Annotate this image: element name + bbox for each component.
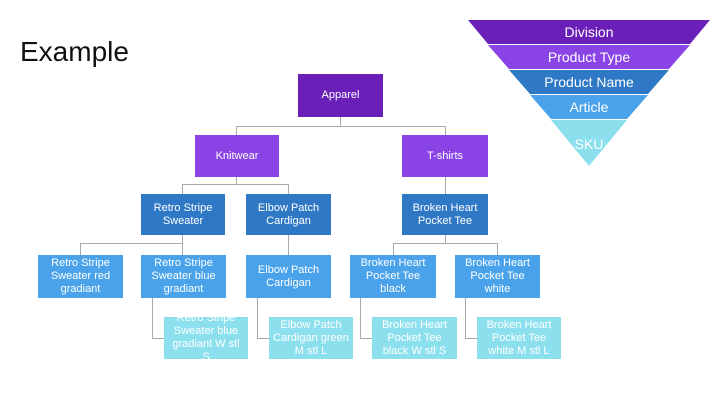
connector xyxy=(445,126,446,135)
connector xyxy=(236,177,237,184)
funnel-label-article: Article xyxy=(570,99,609,115)
slide-title: Example xyxy=(20,36,129,67)
node-article-retro-red: Retro Stripe Sweater red gradiant xyxy=(38,255,123,298)
connector xyxy=(445,177,446,194)
node-article-broken-black: Broken Heart Pocket Tee black xyxy=(350,255,436,298)
funnel-level-product-name xyxy=(509,70,669,94)
connector xyxy=(152,298,153,338)
connector xyxy=(257,298,258,338)
connector xyxy=(288,235,289,255)
node-t-shirts: T-shirts xyxy=(402,135,488,177)
connector xyxy=(445,235,446,243)
connector xyxy=(465,338,477,339)
funnel-level-division xyxy=(468,20,710,44)
node-article-elbow-patch: Elbow Patch Cardigan xyxy=(246,255,331,298)
connector xyxy=(393,243,498,244)
connector xyxy=(152,338,164,339)
connector xyxy=(288,184,289,194)
node-article-broken-white: Broken Heart Pocket Tee white xyxy=(455,255,540,298)
connector xyxy=(80,243,183,244)
funnel-label-product-type: Product Type xyxy=(548,49,630,65)
connector xyxy=(340,117,341,126)
funnel-label-product-name: Product Name xyxy=(544,74,634,90)
connector xyxy=(182,184,183,194)
node-article-retro-blue: Retro Stripe Sweater blue gradiant xyxy=(141,255,226,298)
connector xyxy=(497,243,498,255)
node-sku-retro-blue: Retro Stripe Sweater blue gradiant W stl… xyxy=(164,312,248,363)
connector xyxy=(236,126,237,135)
connector xyxy=(182,243,183,255)
funnel-label-sku: SKU xyxy=(575,136,604,152)
node-broken-heart-pocket-tee: Broken Heart Pocket Tee xyxy=(402,194,488,235)
funnel-label-division: Division xyxy=(564,24,613,40)
node-apparel: Apparel xyxy=(298,74,383,117)
connector xyxy=(236,126,446,127)
connector xyxy=(257,338,269,339)
connector xyxy=(393,243,394,255)
connector xyxy=(80,243,81,255)
node-elbow-patch-cardigan: Elbow Patch Cardigan xyxy=(246,194,331,235)
connector xyxy=(465,298,466,338)
connector xyxy=(360,338,372,339)
node-retro-stripe-sweater: Retro Stripe Sweater xyxy=(141,194,225,235)
node-knitwear: Knitwear xyxy=(195,135,279,177)
connector xyxy=(182,184,289,185)
funnel-level-article xyxy=(530,95,648,119)
node-sku-elbow-green: Elbow Patch Cardigan green M stl L xyxy=(269,317,353,359)
connector xyxy=(182,235,183,243)
funnel-level-product-type xyxy=(488,45,690,69)
node-sku-broken-white: Broken Heart Pocket Tee white M stl L xyxy=(477,317,561,359)
funnel-level-sku xyxy=(551,120,627,166)
connector xyxy=(360,298,361,338)
node-sku-broken-black: Broken Heart Pocket Tee black W stl S xyxy=(372,317,457,359)
